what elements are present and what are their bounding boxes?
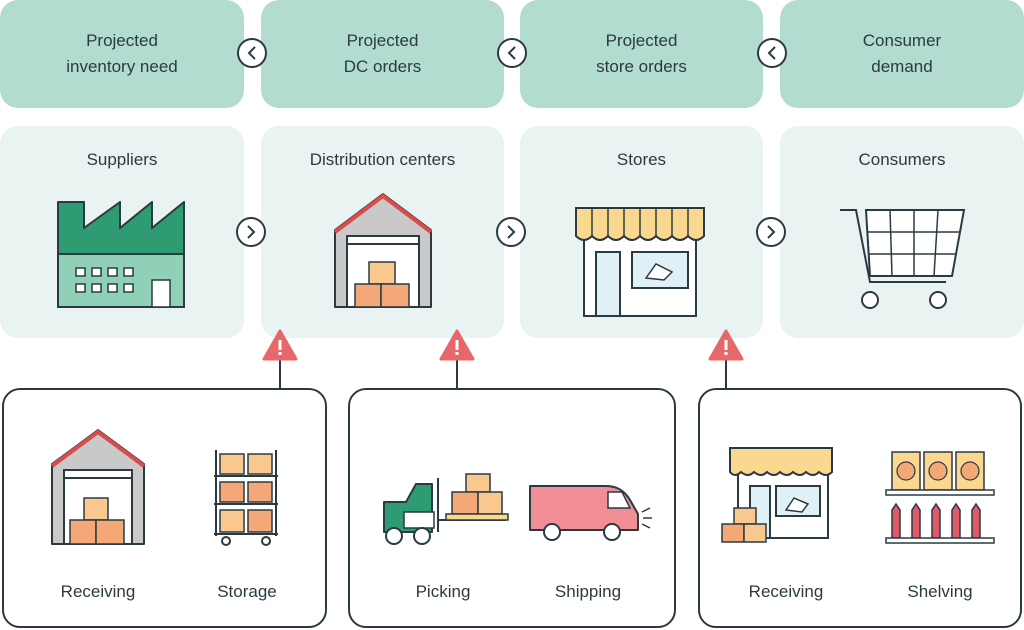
operations-box-store: Receiving Shelving [698, 388, 1022, 628]
warehouse-receiving-icon [50, 429, 146, 545]
connector-line [279, 358, 281, 390]
forklift-icon [383, 473, 509, 545]
demand-label: Projected inventory need [66, 31, 178, 76]
supply-label: Suppliers [86, 150, 158, 169]
warning-icon [439, 329, 475, 361]
chevron-right-icon [236, 217, 266, 247]
demand-label: Projected store orders [596, 31, 687, 76]
demand-box-inventory-need: Projected inventory need [0, 0, 244, 108]
store-receiving-icon [721, 447, 833, 543]
demand-label: Consumer demand [862, 31, 942, 76]
storefront-icon [575, 207, 705, 317]
supply-label: Distribution centers [309, 150, 456, 169]
operations-box-supplier-to-dc: Receiving Storage [2, 388, 327, 628]
operation-label: Shelving [907, 582, 973, 601]
chevron-left-icon [237, 38, 267, 68]
storage-rack-icon [214, 450, 278, 546]
shelf-icon [885, 451, 995, 544]
warehouse-icon [333, 193, 433, 308]
operation-label: Storage [217, 582, 277, 601]
operation-label: Shipping [554, 582, 622, 601]
supply-box-consumers: Consumers [780, 126, 1024, 338]
factory-icon [57, 201, 185, 308]
demand-box-consumer-demand: Consumer demand [780, 0, 1024, 108]
demand-label: Projected DC orders [343, 31, 422, 76]
demand-box-dc-orders: Projected DC orders [261, 0, 504, 108]
supply-box-stores: Stores [520, 126, 763, 338]
warning-icon [262, 329, 298, 361]
demand-box-store-orders: Projected store orders [520, 0, 763, 108]
operation-label: Receiving [60, 582, 136, 601]
connector-line [725, 358, 727, 390]
shopping-cart-icon [840, 209, 966, 309]
operation-label: Picking [415, 582, 471, 601]
supply-box-suppliers: Suppliers [0, 126, 244, 338]
supply-label: Consumers [858, 150, 946, 169]
warning-icon [708, 329, 744, 361]
supply-label: Stores [616, 150, 667, 169]
chevron-right-icon [756, 217, 786, 247]
delivery-van-icon [529, 485, 652, 541]
operation-label: Receiving [748, 582, 824, 601]
supply-box-distribution-centers: Distribution centers [261, 126, 504, 338]
chevron-left-icon [757, 38, 787, 68]
chevron-right-icon [496, 217, 526, 247]
chevron-left-icon [497, 38, 527, 68]
connector-line [456, 358, 458, 390]
operations-box-dc-to-store: Picking Shipping [348, 388, 676, 628]
